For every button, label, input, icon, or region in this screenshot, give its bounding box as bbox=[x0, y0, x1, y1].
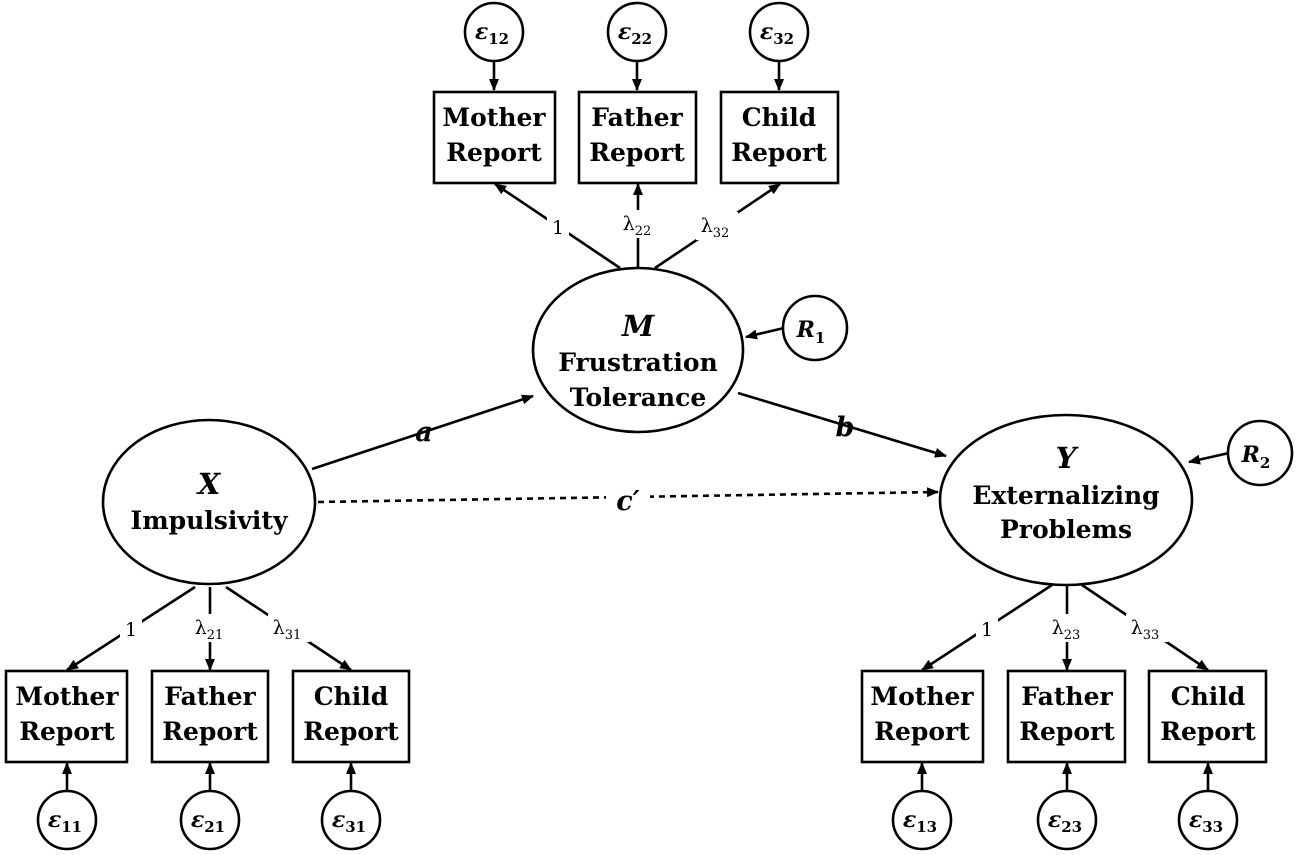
latent-m-name-line2: Tolerance bbox=[570, 383, 707, 412]
error-term-y-child: ε33 bbox=[1177, 789, 1239, 851]
residual-r1-arrow bbox=[745, 326, 785, 340]
indicator-y-mother-report: Mother Report bbox=[860, 669, 985, 764]
x-loading-2-bg bbox=[190, 614, 232, 642]
error-term-m-father: ε22 bbox=[606, 1, 668, 63]
x-loading-child-label: λ31 bbox=[273, 617, 302, 643]
indicator-m-child-line1: Child bbox=[742, 103, 817, 132]
indicator-m-father-line1: Father bbox=[591, 103, 683, 132]
indicator-m-father-report: Father Report bbox=[577, 90, 698, 185]
latent-y-name-line1: Externalizing bbox=[972, 481, 1159, 510]
error-term-m-mother: ε12 bbox=[463, 1, 525, 63]
m-loading-3-bg bbox=[696, 212, 738, 240]
x-loading-mother-label: 1 bbox=[125, 619, 137, 641]
error-label: ε23 bbox=[1048, 807, 1082, 836]
indicator-m-mother-line2: Report bbox=[446, 138, 542, 167]
error-term-x-mother: ε11 bbox=[36, 789, 98, 851]
m-loading-2-bg bbox=[618, 210, 660, 238]
residual-r1-label: R1 bbox=[796, 317, 826, 347]
path-a-label: a bbox=[415, 417, 433, 448]
latent-m-name-line1: Frustration bbox=[558, 348, 718, 377]
indicator-x-mother-line1: Mother bbox=[15, 682, 119, 711]
indicator-m-mother-report: Mother Report bbox=[432, 90, 557, 185]
m-loading-child-label: λ32 bbox=[701, 215, 730, 241]
latent-y-letter: Y bbox=[1056, 441, 1080, 475]
error-label: ε22 bbox=[618, 19, 652, 48]
indicator-y-father-line1: Father bbox=[1021, 682, 1113, 711]
path-c-prime-label: c′ bbox=[616, 486, 640, 517]
latent-x-letter: X bbox=[196, 467, 222, 501]
indicator-x-father-line2: Report bbox=[162, 717, 258, 746]
path-b-label: b bbox=[836, 412, 855, 443]
x-loading-3-bg bbox=[268, 614, 310, 642]
residual-r2-label: R2 bbox=[1241, 442, 1271, 472]
path-a-arrow bbox=[311, 394, 534, 471]
y-loading-1-bg bbox=[976, 616, 998, 642]
latent-x-impulsivity: X Impulsivity bbox=[101, 418, 317, 586]
latent-y-externalizing-problems: Y Externalizing Problems bbox=[938, 413, 1194, 587]
error-label: ε21 bbox=[191, 807, 225, 836]
path-b-arrow bbox=[737, 391, 947, 458]
m-loading-1-bg bbox=[547, 214, 569, 240]
indicator-x-child-report: Child Report bbox=[291, 669, 411, 764]
error-term-x-child: ε31 bbox=[320, 789, 382, 851]
indicator-y-child-line2: Report bbox=[1160, 717, 1256, 746]
indicator-m-father-line2: Report bbox=[589, 138, 685, 167]
error-term-y-mother: ε13 bbox=[891, 789, 953, 851]
indicator-y-mother-line2: Report bbox=[874, 717, 970, 746]
indicator-x-father-line1: Father bbox=[164, 682, 256, 711]
indicator-x-child-line2: Report bbox=[303, 717, 399, 746]
m-loading-mother-label: 1 bbox=[552, 217, 564, 239]
indicator-x-mother-report: Mother Report bbox=[4, 669, 129, 764]
indicator-y-father-line2: Report bbox=[1019, 717, 1115, 746]
error-term-x-father: ε21 bbox=[179, 789, 241, 851]
residual-r2-arrow bbox=[1188, 451, 1230, 465]
error-label: ε33 bbox=[1189, 807, 1223, 836]
indicator-y-mother-line1: Mother bbox=[870, 682, 974, 711]
indicator-x-father-report: Father Report bbox=[150, 669, 270, 764]
indicator-x-mother-line2: Report bbox=[19, 717, 115, 746]
residual-r2: R2 bbox=[1226, 419, 1294, 487]
indicator-m-mother-line1: Mother bbox=[442, 103, 546, 132]
m-loading-father-label: λ22 bbox=[623, 213, 652, 239]
error-label: ε32 bbox=[760, 19, 794, 48]
latent-m-letter: M bbox=[621, 309, 655, 343]
indicator-y-father-report: Father Report bbox=[1006, 669, 1127, 764]
latent-m-frustration-tolerance: M Frustration Tolerance bbox=[531, 266, 745, 434]
error-label: ε12 bbox=[475, 19, 509, 48]
error-label: ε31 bbox=[332, 807, 366, 836]
indicator-m-child-line2: Report bbox=[731, 138, 827, 167]
y-loading-2-bg bbox=[1047, 614, 1089, 642]
error-term-y-father: ε23 bbox=[1036, 789, 1098, 851]
x-loading-1-bg bbox=[120, 616, 142, 642]
indicator-x-child-line1: Child bbox=[314, 682, 389, 711]
latent-x-name: Impulsivity bbox=[131, 506, 289, 535]
residual-r1: R1 bbox=[781, 294, 849, 362]
latent-y-name-line2: Problems bbox=[1000, 515, 1132, 544]
error-term-m-child: ε32 bbox=[748, 1, 810, 63]
indicator-y-child-line1: Child bbox=[1171, 682, 1246, 711]
y-loading-child-label: λ33 bbox=[1131, 617, 1160, 643]
error-label: ε11 bbox=[48, 807, 82, 836]
y-loading-father-label: λ23 bbox=[1052, 617, 1081, 643]
indicator-y-child-report: Child Report bbox=[1147, 669, 1268, 764]
y-loading-3-bg bbox=[1126, 614, 1168, 642]
y-loading-mother-label: 1 bbox=[981, 619, 993, 641]
error-label: ε13 bbox=[903, 807, 937, 836]
indicator-m-child-report: Child Report bbox=[719, 90, 840, 185]
x-loading-father-label: λ21 bbox=[195, 617, 224, 643]
path-c-prime-label-bg bbox=[606, 480, 650, 514]
